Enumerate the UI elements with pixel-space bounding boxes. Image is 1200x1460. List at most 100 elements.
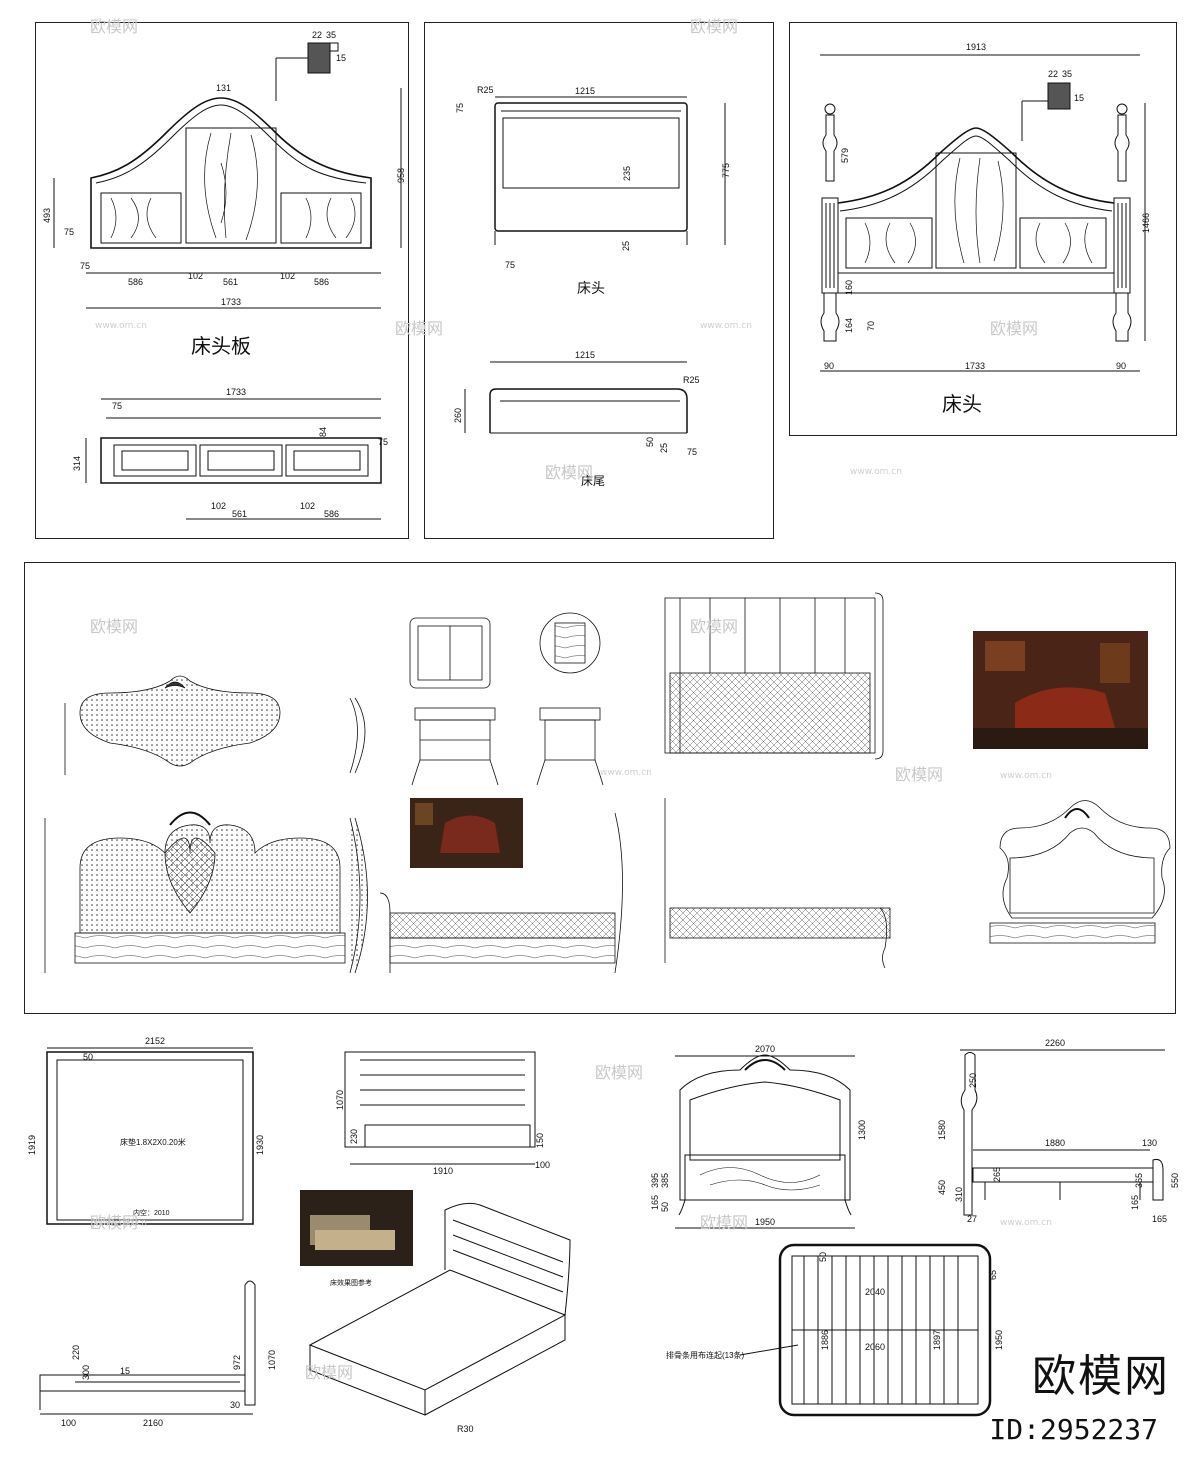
footboard-label: 床尾	[581, 474, 605, 488]
bottom-dim-3: 561	[223, 277, 238, 287]
foot-dim-a: 50	[645, 437, 655, 447]
panel-bottom-right: 2070 1300 395 385 165 50 1950 2260 250 1…	[640, 1030, 1200, 1450]
center-width-dim: 1733	[965, 361, 985, 371]
headboard-with-posts	[820, 103, 1132, 342]
simple-bottom-a: 25	[621, 241, 631, 251]
side-dim-30: 30	[230, 1400, 240, 1410]
plan-side-dim-a: 84	[318, 427, 328, 437]
headboard-board-drawing: 22 35 15 131 958 493 75 75 586 102 561 1…	[42, 30, 406, 520]
panel-headboard-simple: 1215 R25 75 775 235 25 75 床头 1215 R25 26…	[424, 22, 774, 539]
side-dim-972: 972	[232, 1355, 242, 1370]
brand-id: ID:2952237	[989, 1413, 1158, 1446]
front-dim-100: 100	[535, 1160, 550, 1170]
plan-height-1919: 1919	[27, 1135, 37, 1155]
bed-effect-photo	[300, 1190, 413, 1266]
ornate-front-base: 1950	[755, 1217, 775, 1227]
ornate-side-right: 550	[1170, 1173, 1180, 1188]
isometric-bed	[308, 1202, 571, 1416]
simple-height-dim: 775	[721, 163, 731, 178]
panel-euro-bed-sheet	[24, 562, 1176, 1014]
front-dim-150: 150	[535, 1133, 545, 1148]
slatted-side-elevation	[664, 592, 884, 760]
panel-headboard-board: 22 35 15 131 958 493 75 75 586 102 561 1…	[35, 22, 409, 539]
foot-dim-c: 75	[687, 447, 697, 457]
simple-headboard	[494, 102, 688, 245]
headboard-board-title: 床头板	[191, 334, 251, 358]
slat-plan	[778, 1243, 992, 1417]
simple-headboard-label: 床头	[577, 281, 605, 297]
side-dim-220: 220	[71, 1345, 81, 1360]
ornate-side-top: 250	[968, 1073, 978, 1088]
bed-plan-view	[46, 1051, 254, 1225]
ornate-dim-50: 50	[660, 1202, 670, 1212]
plan-side-dim-b: 75	[378, 437, 388, 447]
side-elevation-b	[349, 817, 368, 974]
posts-title: 床头	[942, 392, 982, 416]
nightstand-front	[411, 707, 499, 786]
posts-profile-a: 22	[1048, 69, 1058, 79]
ornate-front-height: 1300	[857, 1120, 867, 1140]
plan-bottom-1: 102	[211, 501, 226, 511]
bed-side-section	[379, 812, 623, 974]
bed-long-side	[664, 798, 891, 969]
frame-bottom-dim: 75	[80, 261, 90, 271]
ornate-dim-165: 165	[650, 1195, 660, 1210]
profile-dim-c: 15	[336, 53, 346, 63]
panel-headboard-posts: 1913 22 35 15 579 1466 160 164 70 90 173…	[789, 22, 1177, 436]
plan-width-dim: 1733	[226, 387, 246, 397]
foot-width-dim: 1215	[575, 350, 595, 360]
bottom-dim-2: 102	[188, 271, 203, 281]
slat-dim-1897: 1897	[932, 1330, 942, 1350]
height-side-dim: 493	[42, 208, 52, 223]
simple-radius-dim: R25	[477, 85, 494, 95]
post-top-dim: 579	[840, 148, 850, 163]
plan-bottom-3: 102	[300, 501, 315, 511]
total-width-dim: 1733	[221, 297, 241, 307]
plan-width-2152: 2152	[145, 1036, 165, 1046]
ornate-side-a: 450	[937, 1180, 947, 1195]
ornate-side-mid: 1880	[1045, 1138, 1065, 1148]
profile-dim-a: 22	[312, 30, 322, 40]
dim-lines	[53, 88, 402, 419]
ornate-side-d: 265	[992, 1167, 1002, 1182]
height-total-dim: 958	[396, 168, 406, 183]
slat-dim-1950: 1950	[994, 1330, 1004, 1350]
slat-note: 排骨条用布连起(13条)	[666, 1350, 745, 1360]
ornate-side-end: 130	[1142, 1138, 1157, 1148]
slat-left-50: 50	[818, 1252, 828, 1262]
ornate-side-e: 27	[967, 1214, 977, 1224]
brand-logo-text: 欧模网	[1032, 1351, 1170, 1402]
plan-board	[100, 437, 382, 484]
simple-width-dim: 1215	[575, 86, 595, 96]
ornate-side-c: 365	[1134, 1173, 1144, 1188]
bottom-dim-1: 586	[128, 277, 143, 287]
foot-height-dim: 260	[453, 408, 463, 423]
side-elevation-a	[349, 697, 366, 774]
bedroom-photo-small	[410, 798, 523, 868]
side-left-100: 100	[61, 1418, 76, 1428]
ornate-front-width: 2070	[755, 1044, 775, 1054]
rail-dim-b: 164	[844, 318, 854, 333]
side-width-2160: 2160	[143, 1418, 163, 1428]
bottom-right-drawings: 2070 1300 395 385 165 50 1950 2260 250 1…	[650, 1038, 1180, 1417]
plan-bottom-4: 586	[324, 509, 339, 519]
footboard	[489, 388, 688, 434]
posts-profile-b: 35	[1062, 69, 1072, 79]
simple-bottom-b: 75	[505, 260, 515, 270]
top-dim: 131	[216, 83, 231, 93]
right-post-dim: 90	[1116, 361, 1126, 371]
joint-detail	[539, 612, 601, 674]
slat-top-2040: 2040	[865, 1287, 885, 1297]
slatted-bed-front	[344, 1051, 536, 1148]
low-headboard	[64, 675, 281, 775]
bottom-dim-4: 102	[280, 271, 295, 281]
plan-frame-dim: 75	[112, 401, 122, 411]
simple-side-dim: 75	[455, 103, 465, 113]
nightstand-plan	[409, 617, 491, 689]
ornate-side-g: 165	[1152, 1214, 1167, 1224]
front-height-1070: 1070	[335, 1090, 345, 1110]
plan-frame-50: 50	[83, 1052, 93, 1062]
ornate-bed-front	[678, 1054, 852, 1216]
ornate-headboard-right	[989, 800, 1171, 944]
heart-headboard	[44, 811, 346, 973]
